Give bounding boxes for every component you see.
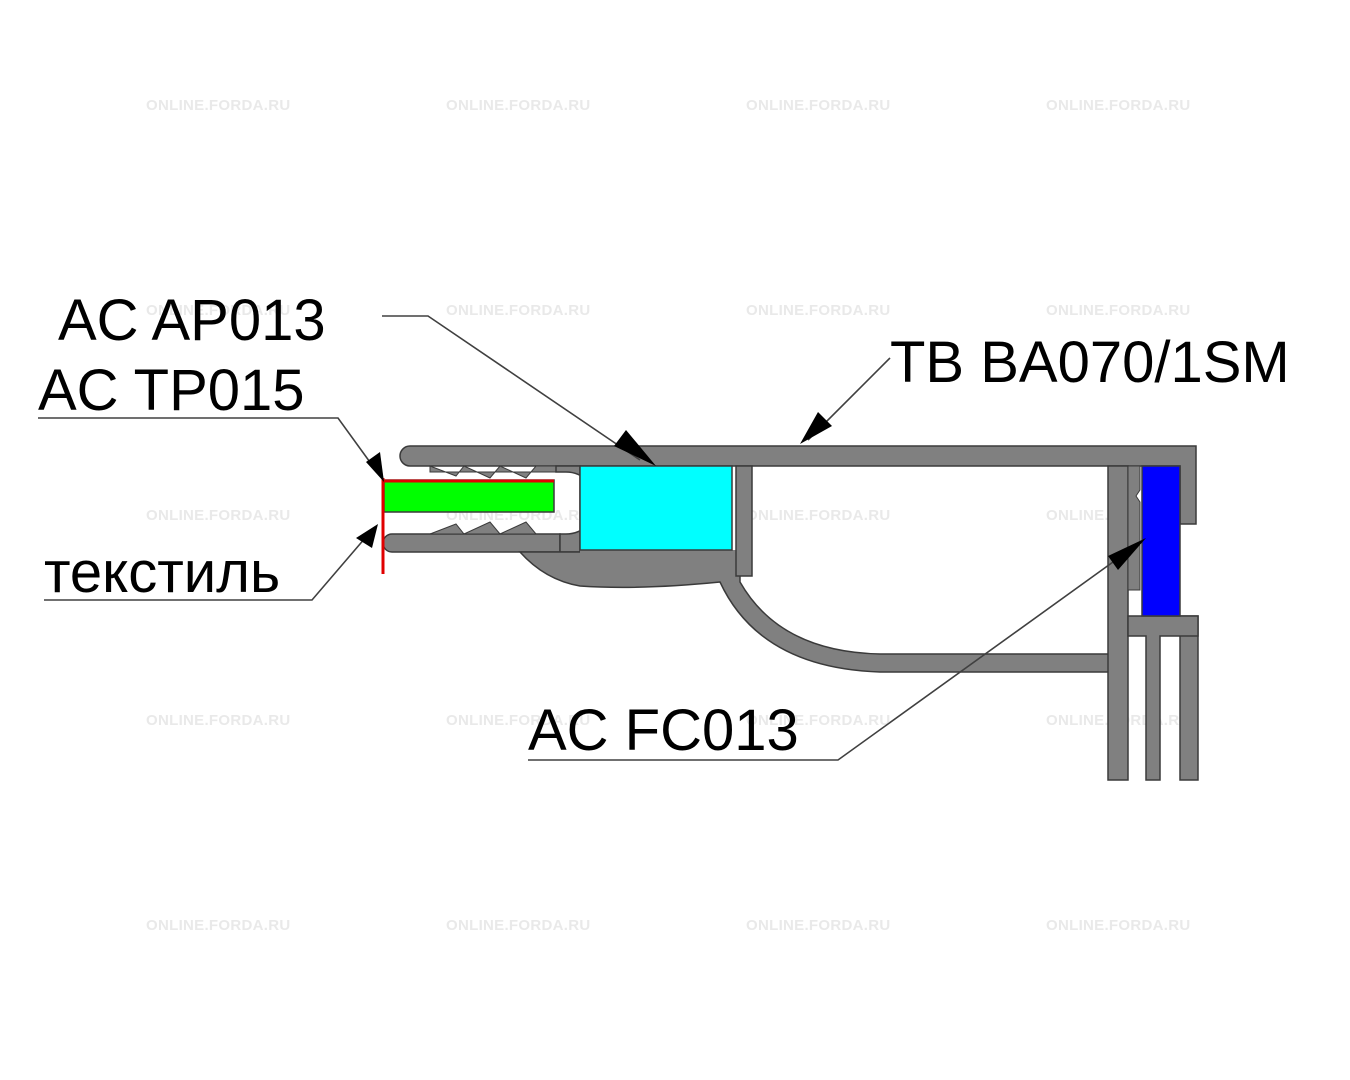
watermark-text: ONLINE.FORDA.RU bbox=[746, 97, 891, 114]
label-ba070: TB BA070/1SM bbox=[890, 330, 1290, 395]
watermark-text: ONLINE.FORDA.RU bbox=[746, 917, 891, 934]
label-textile: текстиль bbox=[44, 540, 280, 605]
watermark-text: ONLINE.FORDA.RU bbox=[146, 712, 291, 729]
insert-green-tp015 bbox=[383, 479, 555, 513]
label-ap013: AC AP013 bbox=[58, 288, 326, 353]
arrow-heads bbox=[356, 412, 1146, 570]
watermark-text: ONLINE.FORDA.RU bbox=[146, 302, 291, 319]
arrow-fc013 bbox=[1108, 538, 1146, 570]
watermark-text: ONLINE.FORDA.RU bbox=[146, 917, 291, 934]
label-fc013: AC FC013 bbox=[528, 698, 799, 763]
profile-web-middle bbox=[735, 465, 753, 577]
watermark-text: ONLINE.FORDA.RU bbox=[146, 507, 291, 524]
arrow-ba070 bbox=[800, 412, 832, 444]
watermark-text: ONLINE.FORDA.RU bbox=[746, 302, 891, 319]
profile-post-left bbox=[1107, 465, 1129, 781]
leader-tp015 bbox=[38, 417, 381, 477]
arrow-ap013 bbox=[614, 430, 656, 466]
leader-fc013 bbox=[528, 543, 1139, 761]
profile-clamp-arm bbox=[382, 533, 561, 553]
insert-blue-fc013 bbox=[1141, 465, 1181, 617]
profile-channel-bottom bbox=[1127, 615, 1199, 781]
profile-post-right bbox=[1179, 615, 1199, 781]
watermark-text: ONLINE.FORDA.RU bbox=[446, 97, 591, 114]
watermark-text: ONLINE.FORDA.RU bbox=[1046, 97, 1191, 114]
profile-teeth-upper bbox=[429, 465, 557, 479]
profile-teeth-lower bbox=[429, 521, 556, 535]
leader-ap013 bbox=[382, 315, 641, 461]
watermark-text: ONLINE.FORDA.RU bbox=[146, 97, 291, 114]
profile-bottom-sweep bbox=[518, 551, 1111, 673]
watermark-layer: ONLINE.FORDA.RU ONLINE.FORDA.RU ONLINE.FOR… bbox=[146, 97, 1191, 934]
profile-seal-lip bbox=[1127, 465, 1141, 591]
label-tp015: AC TP015 bbox=[38, 358, 305, 423]
profile-pocket-bottom bbox=[580, 550, 750, 558]
watermark-text: ONLINE.FORDA.RU bbox=[446, 917, 591, 934]
leader-textile bbox=[44, 529, 373, 601]
leader-lines bbox=[38, 315, 1139, 761]
watermark-text: ONLINE.FORDA.RU bbox=[746, 712, 891, 729]
watermark-text: ONLINE.FORDA.RU bbox=[446, 302, 591, 319]
watermark-text: ONLINE.FORDA.RU bbox=[1046, 917, 1191, 934]
insert-cyan-ap013 bbox=[579, 465, 733, 551]
arrow-tp015 bbox=[366, 452, 384, 482]
watermark-text: ONLINE.FORDA.RU bbox=[446, 712, 591, 729]
arrow-textile bbox=[356, 524, 378, 548]
watermark-text: ONLINE.FORDA.RU bbox=[1046, 302, 1191, 319]
watermark-text: ONLINE.FORDA.RU bbox=[746, 507, 891, 524]
